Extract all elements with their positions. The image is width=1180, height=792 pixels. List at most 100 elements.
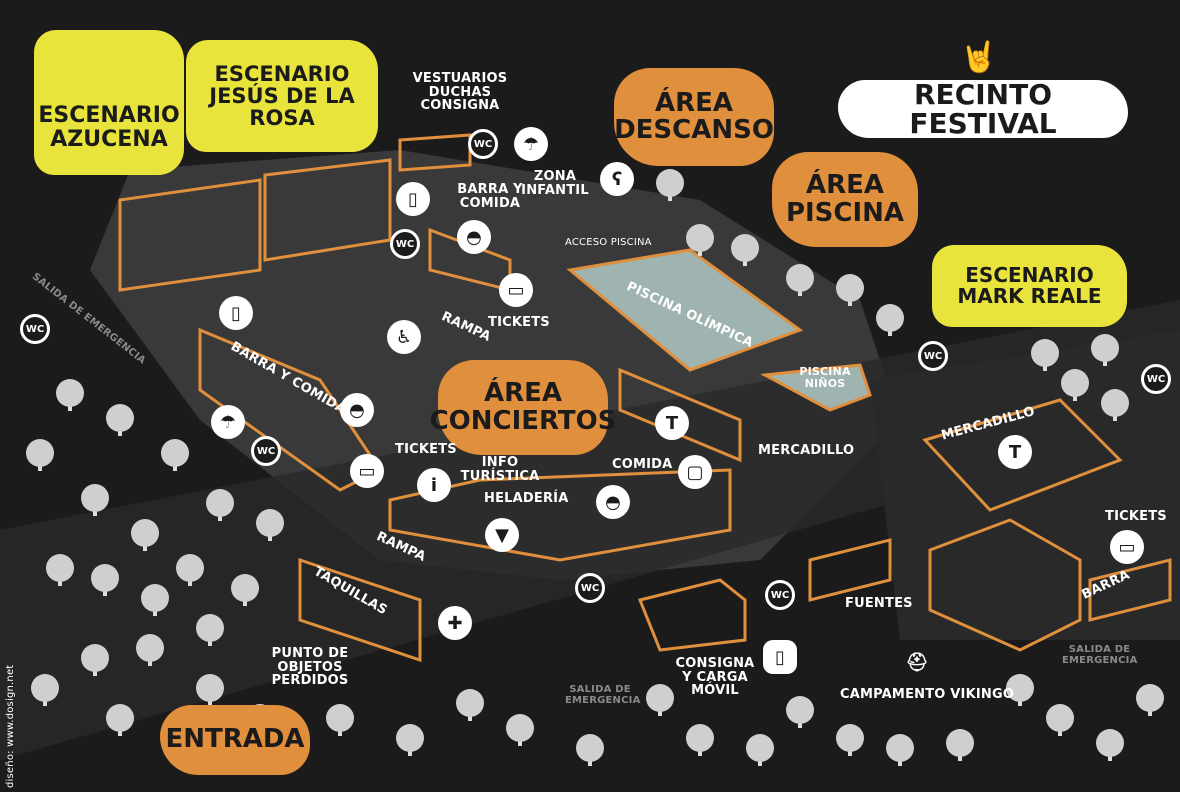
tree bbox=[836, 724, 864, 756]
tree bbox=[161, 439, 189, 471]
tree bbox=[26, 439, 54, 471]
label-tickets: TICKETS bbox=[395, 442, 457, 457]
tree bbox=[686, 224, 714, 256]
tree bbox=[131, 519, 159, 551]
tree bbox=[326, 704, 354, 736]
label-tickets: TICKETS bbox=[488, 315, 550, 330]
tree bbox=[91, 564, 119, 596]
tree bbox=[1096, 729, 1124, 761]
tree bbox=[746, 734, 774, 766]
tree bbox=[81, 644, 109, 676]
stage-azucena[interactable]: ESCENARIO AZUCENA bbox=[34, 30, 184, 175]
tree bbox=[886, 734, 914, 766]
tree bbox=[1046, 704, 1074, 736]
wc-icon: WC bbox=[1141, 364, 1171, 394]
tree bbox=[141, 584, 169, 616]
tree bbox=[396, 724, 424, 756]
label-vestuarios: VESTUARIOS DUCHAS CONSIGNA bbox=[412, 71, 508, 114]
tree bbox=[876, 304, 904, 336]
accessible-wc-icon: ♿ bbox=[387, 320, 421, 354]
tree bbox=[196, 674, 224, 706]
ticket-icon: ▭ bbox=[1110, 530, 1144, 564]
wc-icon: WC bbox=[765, 580, 795, 610]
tree bbox=[786, 264, 814, 296]
tree bbox=[656, 169, 684, 201]
burger-icon: ◓ bbox=[596, 485, 630, 519]
area-descanso[interactable]: ÁREA DESCANSO bbox=[614, 68, 774, 166]
burger-icon: ◓ bbox=[457, 220, 491, 254]
tree bbox=[576, 734, 604, 766]
tree bbox=[196, 614, 224, 646]
wc-icon: WC bbox=[390, 229, 420, 259]
area-piscina[interactable]: ÁREA PISCINA bbox=[772, 152, 918, 247]
label-piscina-ninos: PISCINA NIÑOS bbox=[799, 365, 851, 390]
tree bbox=[946, 729, 974, 761]
ticket-icon: ▭ bbox=[499, 273, 533, 307]
shower-icon: ☂ bbox=[211, 405, 245, 439]
tree bbox=[1136, 684, 1164, 716]
label-consigna-carga: CONSIGNA Y CARGA MÓVIL bbox=[675, 656, 755, 699]
tree bbox=[81, 484, 109, 516]
tree bbox=[206, 489, 234, 521]
teddy-bear-icon: ʕ bbox=[600, 162, 634, 196]
wc-icon: WC bbox=[468, 129, 498, 159]
label-heladeria: HELADERÍA bbox=[484, 491, 569, 506]
tree bbox=[786, 696, 814, 728]
tree bbox=[31, 674, 59, 706]
label-objetos-perdidos: PUNTO DE OBJETOS PERDIDOS bbox=[271, 646, 349, 689]
rock-hand-icon: 🤘 bbox=[960, 40, 998, 75]
viking-helmet-icon: ⛑ bbox=[905, 651, 929, 673]
ticket-icon: ▭ bbox=[350, 454, 384, 488]
entrada[interactable]: ENTRADA bbox=[160, 705, 310, 775]
label-tickets: TICKETS bbox=[1105, 509, 1167, 524]
tree bbox=[506, 714, 534, 746]
kids-pool bbox=[760, 363, 872, 412]
label-acceso-piscina: ACCESO PISCINA bbox=[565, 237, 652, 248]
map-title: RECINTO FESTIVAL bbox=[838, 79, 1128, 138]
label-mercadillo: MERCADILLO bbox=[758, 443, 855, 458]
tree bbox=[686, 724, 714, 756]
tree bbox=[56, 379, 84, 411]
design-credit: diseño: www.dosign.net bbox=[5, 664, 16, 788]
wc-icon: WC bbox=[918, 341, 948, 371]
tshirt-icon: T bbox=[655, 406, 689, 440]
tree bbox=[231, 574, 259, 606]
tree bbox=[1091, 334, 1119, 366]
wc-icon: WC bbox=[575, 573, 605, 603]
tree bbox=[1006, 674, 1034, 706]
olympic-pool bbox=[566, 248, 804, 372]
tree bbox=[731, 234, 759, 266]
burger-icon: ◓ bbox=[340, 393, 374, 427]
tree bbox=[106, 704, 134, 736]
shower-icon: ☂ bbox=[514, 127, 548, 161]
label-zona-infantil: ZONA INFANTIL bbox=[521, 169, 589, 198]
wc-icon: WC bbox=[20, 314, 50, 344]
stage-mark-reale[interactable]: ESCENARIO MARK REALE bbox=[932, 245, 1127, 327]
info-icon[interactable]: i bbox=[417, 468, 451, 502]
tree bbox=[1061, 369, 1089, 401]
label-fuentes: FUENTES bbox=[845, 596, 913, 611]
label-salida-emergencia: SALIDA DE EMERGENCIA bbox=[565, 684, 641, 706]
tree bbox=[456, 689, 484, 721]
ice-cream-icon: ▼ bbox=[485, 518, 519, 552]
bread-icon: ▢ bbox=[678, 455, 712, 489]
tree bbox=[106, 404, 134, 436]
tree bbox=[256, 509, 284, 541]
label-campamento-vikingo: CAMPAMENTO VIKINGO bbox=[840, 687, 1015, 702]
tree bbox=[176, 554, 204, 586]
label-salida-emergencia: SALIDA DE EMERGENCIA bbox=[1062, 644, 1138, 666]
drink-icon: ▯ bbox=[396, 182, 430, 216]
label-info-turistica: INFO TURÍSTICA bbox=[460, 455, 540, 484]
label-comida: COMIDA bbox=[612, 457, 673, 472]
tree bbox=[836, 274, 864, 306]
tree bbox=[46, 554, 74, 586]
tree bbox=[136, 634, 164, 666]
drink-icon: ▯ bbox=[219, 296, 253, 330]
phone-charge-icon: ▯ bbox=[763, 640, 797, 674]
tshirt-icon: T bbox=[998, 435, 1032, 469]
stage-jesus-de-la-rosa[interactable]: ESCENARIO JESÚS DE LA ROSA bbox=[186, 40, 378, 152]
tree bbox=[646, 684, 674, 716]
first-aid-icon: ✚ bbox=[438, 606, 472, 640]
tree bbox=[1101, 389, 1129, 421]
area-conciertos[interactable]: ÁREA CONCIERTOS bbox=[430, 360, 616, 455]
